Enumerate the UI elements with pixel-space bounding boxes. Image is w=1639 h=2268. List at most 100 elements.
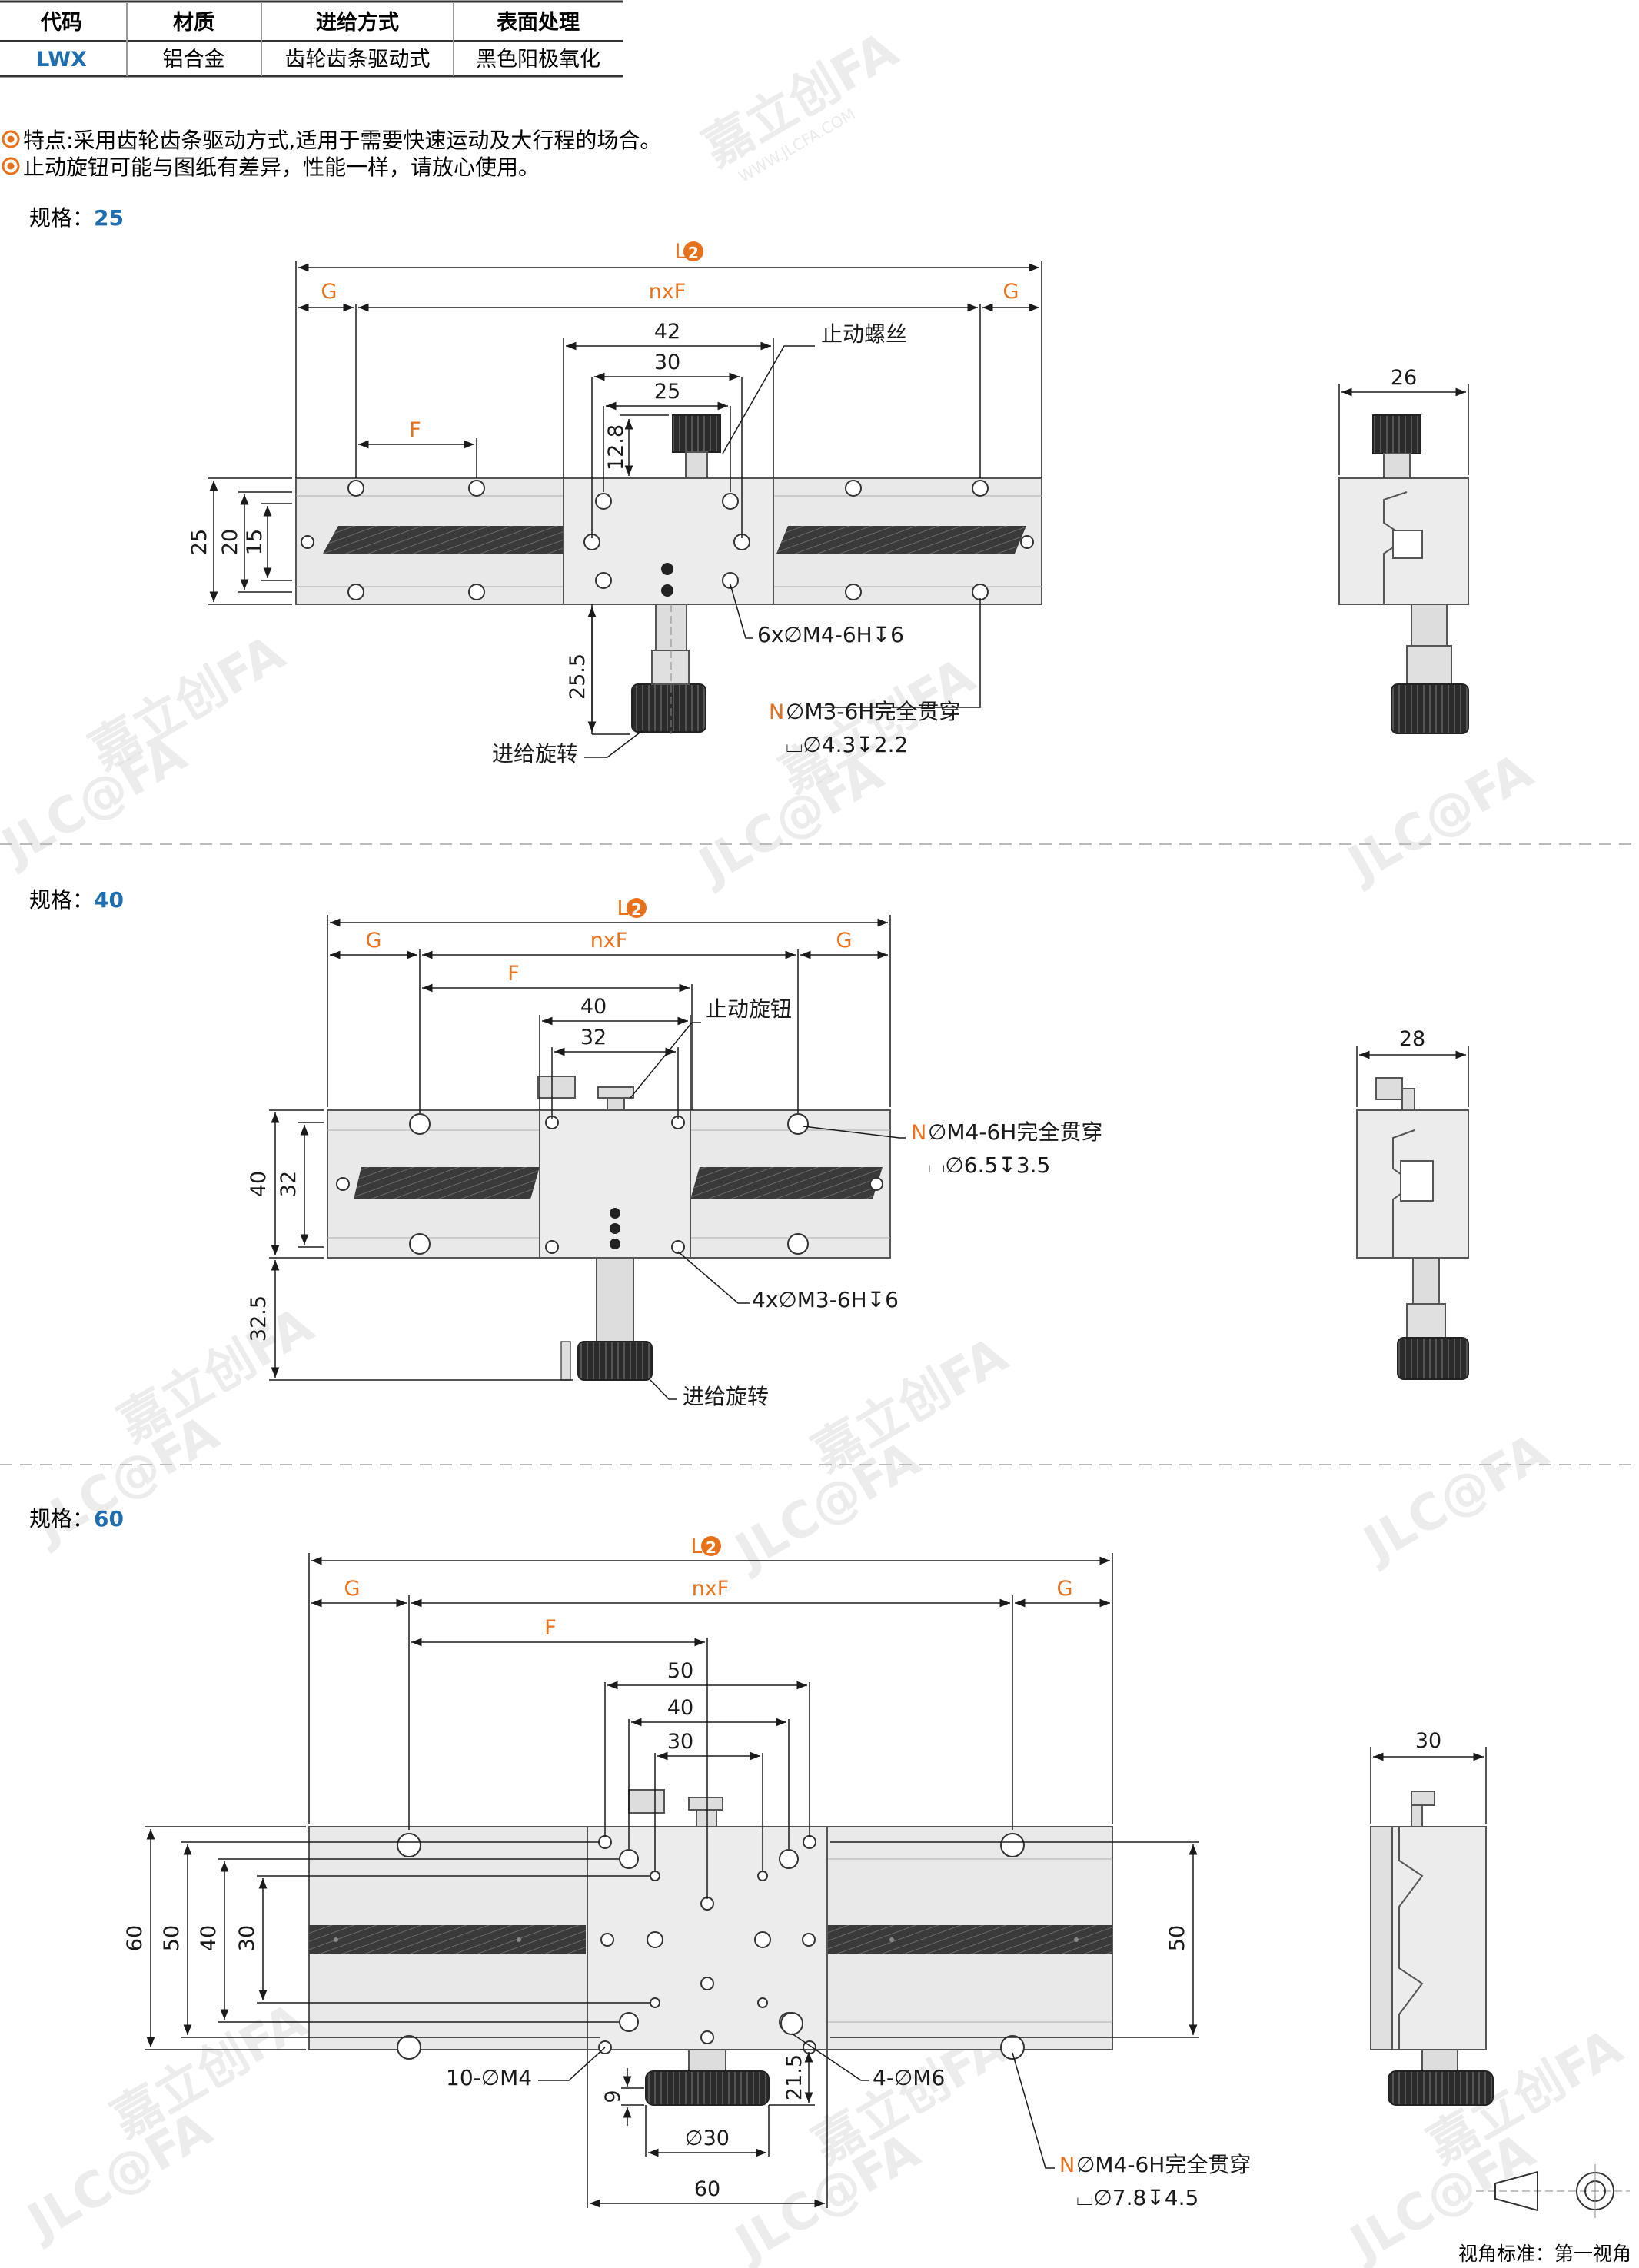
dim-G-left: G: [321, 280, 337, 304]
callout-counterbore: ⌴∅7.8↧4.5: [1076, 2185, 1198, 2210]
section-title-prefix: 规格：: [29, 205, 94, 231]
watermark-brand: 嘉立创FA: [693, 22, 907, 178]
dim-40: 40: [667, 1696, 693, 1720]
callout-through: ∅M3-6H完全贯穿: [786, 699, 960, 724]
dim-G-right: G: [836, 929, 853, 953]
marker-badge: 2: [631, 900, 642, 919]
dim-h25: 25: [188, 529, 211, 555]
dim-h40: 40: [247, 1171, 271, 1197]
section-size-25: 规格：25: [29, 205, 1469, 767]
dim-F: F: [507, 962, 520, 986]
marker-badge: 2: [706, 1538, 716, 1557]
section-title-prefix: 规格：: [29, 1506, 94, 1531]
dim-side-width: 26: [1391, 366, 1417, 390]
dim-G-left: G: [366, 929, 382, 953]
stop-knob-icon: [1375, 1077, 1403, 1100]
dim-h60: 60: [123, 1925, 147, 1951]
section-size: 25: [94, 205, 124, 231]
callout-holes-4: 4-∅M6: [873, 2065, 945, 2090]
watermark-brand: 嘉立创FA: [81, 624, 294, 780]
feed-knob-icon: [1391, 683, 1469, 734]
dim-G-left: G: [344, 1577, 361, 1601]
dim-21.5: 21.5: [783, 2054, 806, 2100]
table-header-surface: 表面处理: [497, 11, 580, 35]
rack-left: [354, 1167, 540, 1199]
svg-text:规格：40: 规格：40: [29, 887, 124, 913]
dim-32: 32: [580, 1026, 607, 1049]
stop-screw-icon: [672, 414, 721, 453]
dim-G-right: G: [1003, 280, 1019, 304]
dim-30: 30: [667, 1730, 693, 1754]
table-header-code: 代码: [40, 11, 82, 35]
table-header-material: 材质: [173, 11, 214, 35]
callout-feed: 进给旋转: [683, 1384, 769, 1409]
dim-h40: 40: [197, 1925, 221, 1951]
svg-text:规格：60: 规格：60: [29, 1506, 124, 1531]
table-cell-feed: 齿轮齿条驱动式: [285, 48, 431, 71]
table-cell-code: LWX: [36, 48, 87, 71]
stop-knob-icon: [607, 1097, 625, 1111]
marker-badge-icon: [701, 1536, 721, 1556]
dim-L: L: [690, 1535, 702, 1558]
feed-knob-icon: [1388, 2070, 1494, 2106]
callout-counterbore: ⌴∅4.3↧2.2: [786, 732, 908, 757]
dim-h50: 50: [160, 1925, 184, 1951]
dim-nxF: nxF: [649, 280, 687, 304]
side-view-25: 26: [1338, 366, 1469, 734]
dim-h30: 30: [235, 1925, 259, 1951]
feed-knob-icon: [645, 2070, 770, 2106]
dim-h15: 15: [243, 529, 267, 555]
dim-42: 42: [654, 320, 680, 344]
stop-knob-icon: [1411, 1791, 1435, 1806]
marker-badge-icon: [627, 898, 647, 918]
svg-text:规格：25: 规格：25: [29, 205, 124, 231]
note-feature: 特点:采用齿轮齿条驱动方式,适用于需要快速运动及大行程的场合。: [23, 128, 661, 153]
table-cell-material: 铝合金: [163, 48, 225, 71]
dim-25.5: 25.5: [566, 653, 590, 700]
dim-30: 30: [654, 351, 680, 374]
view-standard-label: 视角标准：第一视角: [1458, 2243, 1631, 2265]
watermark-logo: JLC@FA: [1352, 1423, 1558, 1575]
feed-knob-icon: [577, 1341, 653, 1381]
callout-holes-10: 10-∅M4: [446, 2065, 532, 2090]
callout-stop-screw: 止动螺丝: [821, 321, 907, 347]
callout-stop-knob: 止动旋钮: [706, 996, 792, 1022]
side-view-40: 28: [1356, 1027, 1469, 1380]
dim-nxF: nxF: [590, 929, 628, 953]
rack-left: [323, 526, 577, 554]
dim-25: 25: [654, 380, 680, 404]
rack-right: [776, 526, 1026, 554]
dim-side-width: 30: [1415, 1729, 1441, 1753]
watermark-brand: 嘉立创FA: [109, 1297, 323, 1453]
rack-left: [309, 1925, 586, 1954]
callout-holes: 4x∅M3-6H↧6: [752, 1287, 899, 1312]
side-view-60: 30: [1370, 1729, 1494, 2106]
rack-right: [690, 1167, 883, 1199]
first-angle-projection-icon: [1476, 2164, 1630, 2218]
dim-12.8: 12.8: [604, 424, 628, 471]
table-header-feed: 进给方式: [316, 10, 399, 35]
dim-60: 60: [694, 2177, 720, 2201]
spec-table: 代码 材质 进给方式 表面处理 LWX 铝合金 齿轮齿条驱动式 黑色阳极氧化: [0, 0, 623, 78]
watermark-logo: JLC@FA: [1337, 743, 1542, 894]
bullet-icon: [2, 157, 20, 175]
dim-F: F: [544, 1616, 557, 1640]
dim-40: 40: [580, 995, 607, 1019]
callout-feed: 进给旋转: [492, 741, 578, 767]
dim-L: L: [674, 240, 686, 264]
dim-F: F: [409, 418, 421, 442]
callout-through-n: N: [1059, 2153, 1075, 2177]
note-knob: 止动旋钮可能与图纸有差异，性能一样，请放心使用。: [23, 155, 540, 180]
callout-counterbore: ⌴∅6.5↧3.5: [928, 1152, 1050, 1178]
callout-through-n: N: [769, 700, 784, 724]
carriage-table: [539, 1109, 691, 1259]
dim-right-50: 50: [1165, 1925, 1189, 1951]
dim-32.5: 32.5: [247, 1295, 271, 1342]
section-size: 40: [94, 887, 124, 913]
marker-badge-icon: [683, 241, 703, 261]
section-size-40: 规格：40: [29, 887, 1469, 1409]
watermark-brand: 嘉立创FA: [102, 1993, 316, 2149]
rack-right: [828, 1925, 1112, 1954]
feed-knob-icon: [631, 683, 706, 733]
